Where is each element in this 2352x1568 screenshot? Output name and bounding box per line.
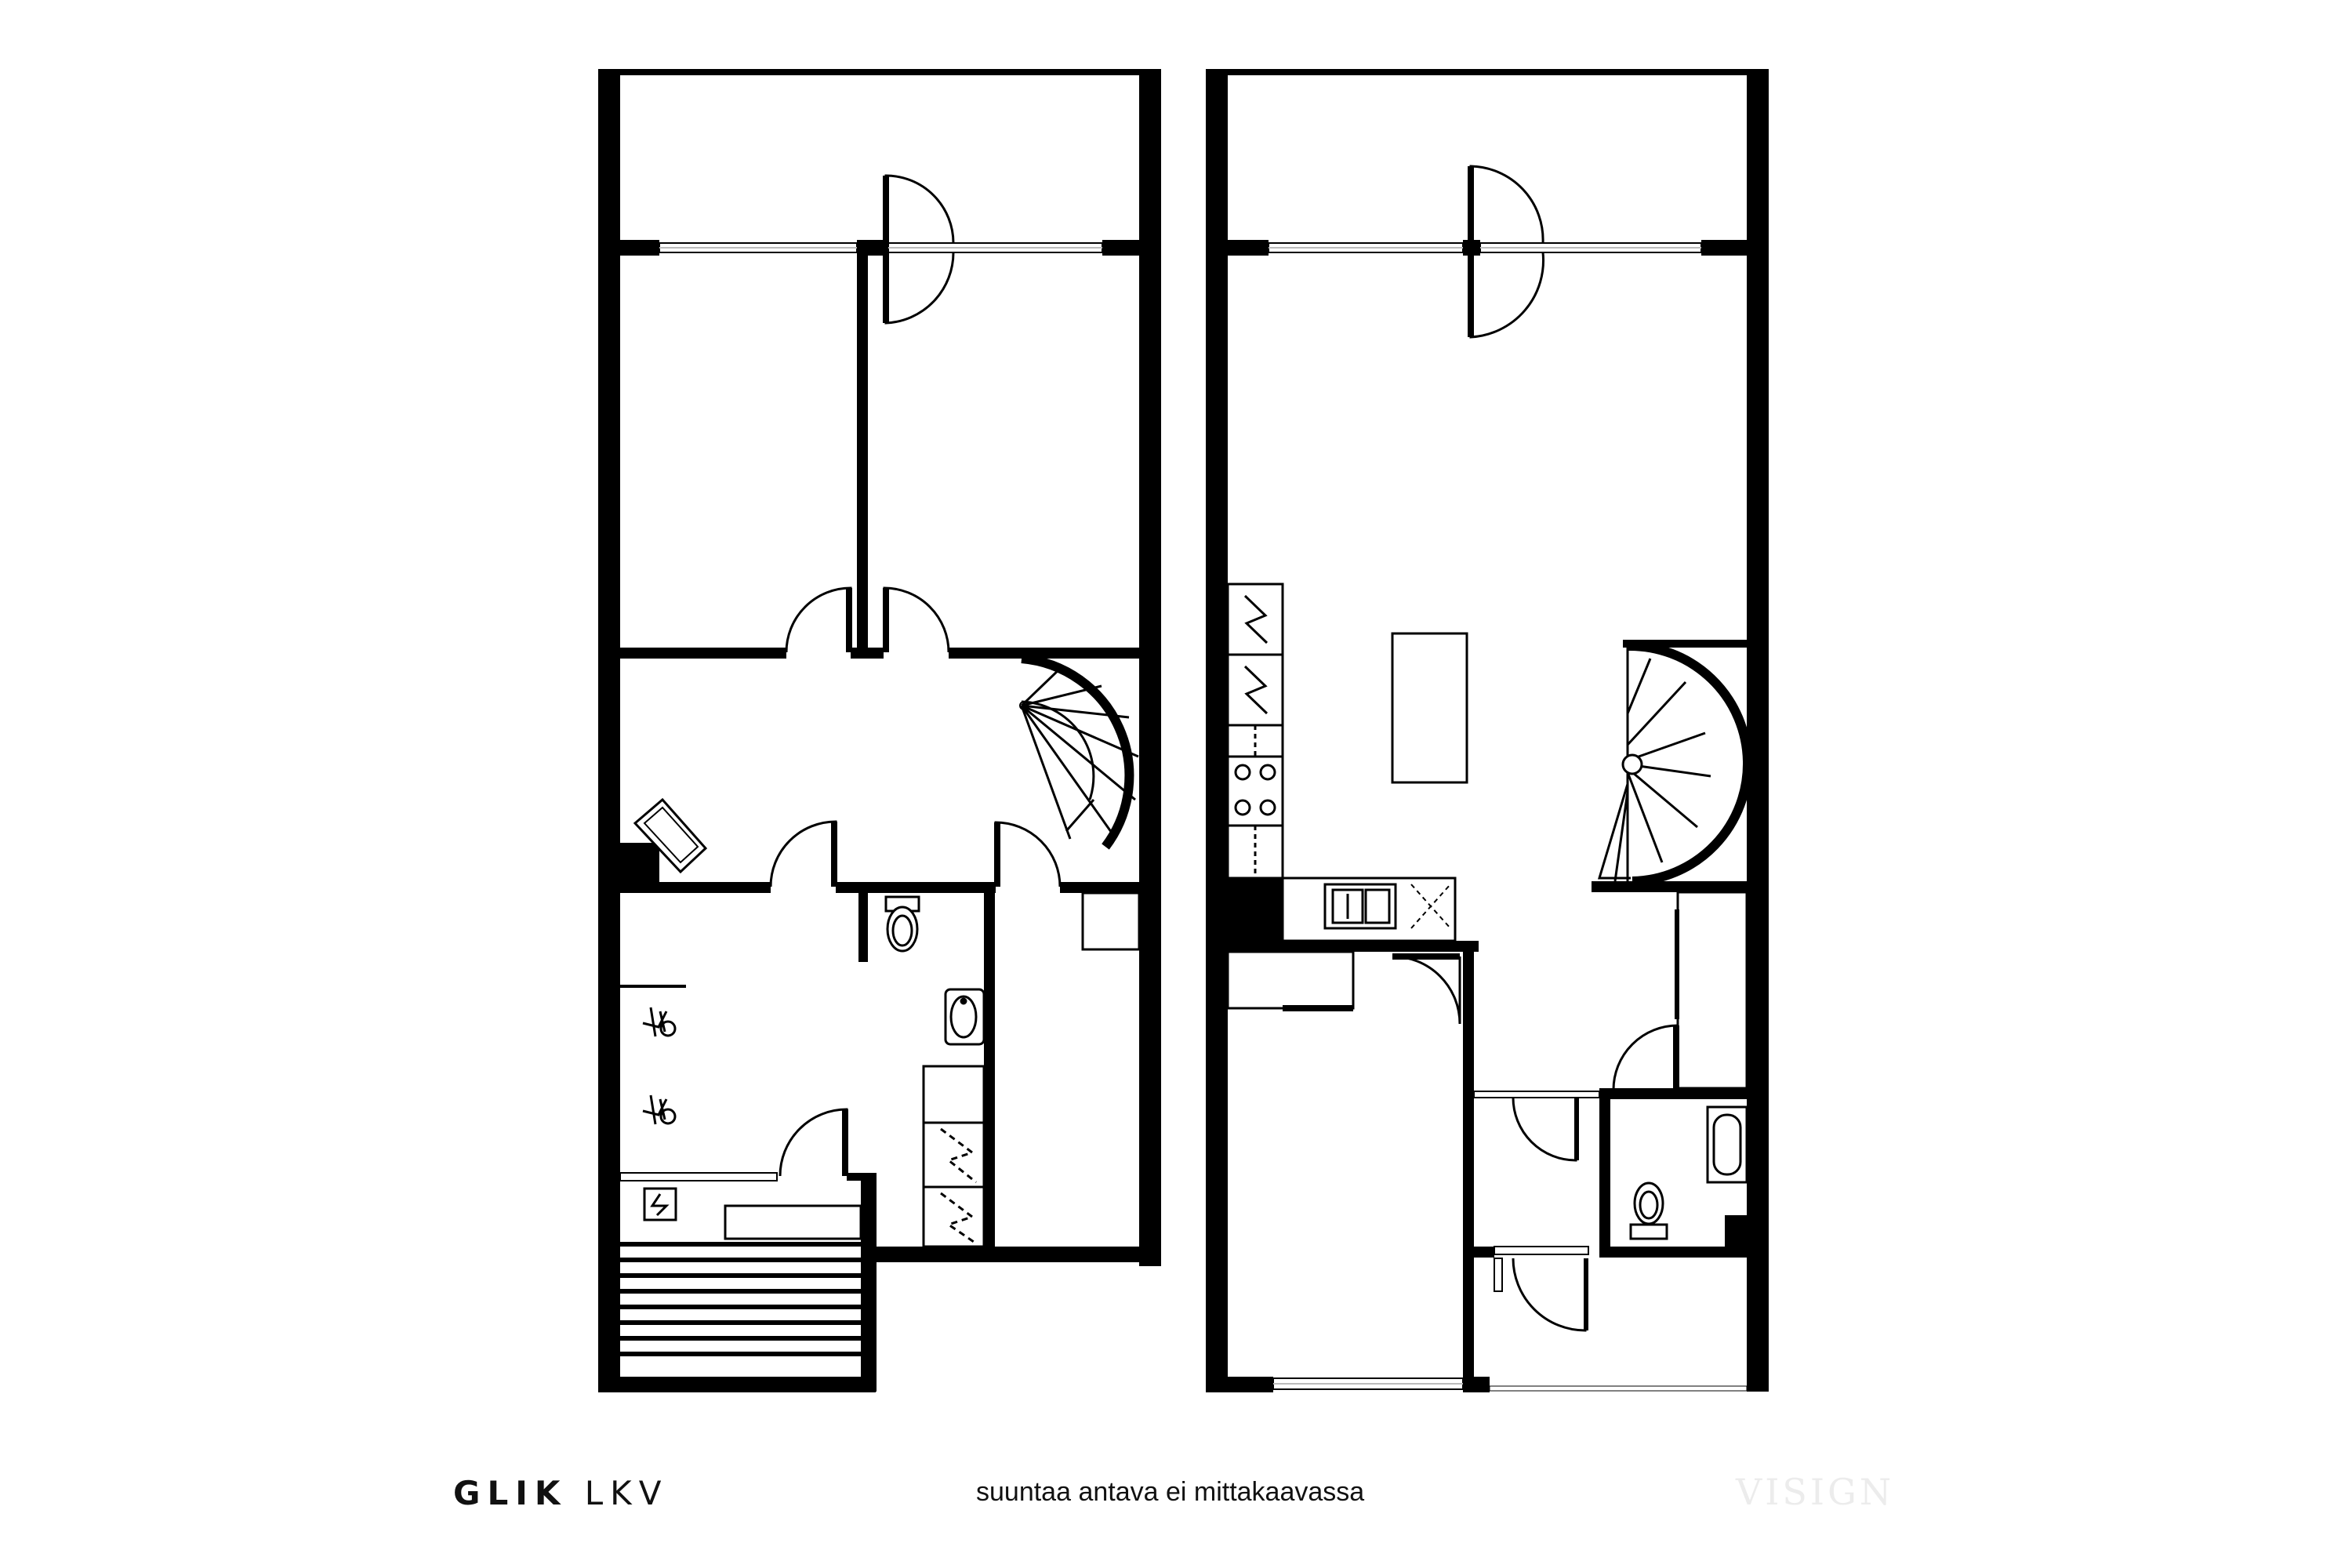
left-bath-door-leaf: [831, 822, 837, 887]
right-bath-south-wall: [1599, 1247, 1747, 1258]
left-storage-door: [994, 821, 1062, 887]
right-bath-west-wall: [1599, 1088, 1610, 1253]
left-sauna-upper-bench: [724, 1204, 862, 1240]
left-facade-wall-a: [620, 240, 659, 256]
right-hall-window: [1473, 1091, 1600, 1098]
left-corridor-south-wall-c: [1060, 882, 1139, 893]
right-wardrobe: [1226, 950, 1355, 1010]
left-corridor-north-wall-c: [949, 648, 1139, 659]
right-entrance-door-leaf: [1584, 1258, 1588, 1330]
left-bedroom-door-1-leaf: [846, 588, 852, 652]
left-corridor-south-wall-b: [836, 882, 996, 893]
left-south-wall: [877, 1247, 1161, 1262]
right-bottom-wall-b: [1463, 1377, 1490, 1392]
right-stove: [1234, 764, 1276, 816]
left-facade-wall-c: [1102, 240, 1140, 256]
right-hall-cabinet: [1494, 1246, 1589, 1255]
left-sauna-window: [619, 1172, 778, 1181]
left-sauna-door-leaf: [842, 1109, 848, 1176]
left-balcony-door-upper: [884, 174, 955, 244]
right-toilet: [1629, 1181, 1668, 1240]
left-bedroom-partition: [857, 256, 868, 648]
right-bedroom-door: [1392, 955, 1461, 1025]
right-bedroom-east-wall: [1463, 952, 1474, 1391]
scale-disclaimer: suuntaa antava ei mittakaavassa: [976, 1477, 1365, 1507]
right-wc-door-leaf: [1673, 1025, 1679, 1090]
left-bath-door: [769, 820, 837, 887]
right-wc-door: [1612, 1024, 1679, 1091]
left-sauna-benches: [620, 1242, 861, 1356]
right-kitchen-island: [1391, 632, 1468, 784]
left-bottom-wall: [598, 1377, 876, 1392]
upper-floor-plan: [1206, 69, 1769, 1392]
right-kitchen-units: [1226, 583, 1284, 880]
right-facade-wall-c: [1701, 240, 1747, 256]
right-balcony-door-lower-leaf: [1468, 252, 1474, 337]
right-entrance-door: [1512, 1258, 1587, 1332]
right-hall-closet-door: [1512, 1097, 1577, 1162]
right-outer-wall-west: [1206, 74, 1228, 1392]
right-facade-wall-a: [1228, 240, 1269, 256]
left-balcony-door-lower: [884, 252, 955, 325]
left-wc-stub-wall: [858, 893, 868, 962]
brand-logo: GLIK LKV: [453, 1474, 668, 1512]
right-outer-wall-east: [1747, 74, 1769, 1392]
left-balcony-door-lower-leaf: [883, 252, 889, 323]
right-balcony-door-upper-leaf: [1468, 166, 1474, 243]
left-sauna-door-jamb: [847, 1173, 877, 1181]
left-balcony-rail: [598, 69, 1161, 75]
left-corridor-south-wall-a: [620, 882, 771, 893]
right-spiral-staircase: [1597, 641, 1753, 886]
left-storage-door-leaf: [994, 822, 1000, 887]
left-corridor-north-wall-a: [620, 648, 786, 659]
right-bath-north-wall: [1599, 1088, 1747, 1099]
left-washbasin: [944, 988, 985, 1046]
left-sauna-door: [779, 1108, 848, 1177]
watermark: VISIGN: [1736, 1471, 1895, 1513]
left-laundry-cabinet: [922, 1065, 985, 1248]
right-bottom-wall-a: [1206, 1377, 1273, 1392]
right-hall-closet-door-leaf: [1574, 1098, 1579, 1160]
brand-logo-bold: GLIK: [453, 1474, 568, 1512]
left-corridor-north-wall-b: [851, 648, 884, 659]
left-storage-partition: [984, 893, 995, 1261]
right-dishwasher-mark: [1410, 884, 1451, 929]
right-kitchen-south-wall: [1228, 941, 1479, 952]
left-fireplace: [620, 797, 708, 882]
right-balcony-door-lower: [1469, 252, 1545, 339]
right-kitchen-sink: [1323, 883, 1397, 930]
left-balcony-door-upper-leaf: [883, 176, 889, 243]
left-bedroom-door-2-leaf: [883, 588, 889, 652]
right-closet-door: [1675, 909, 1679, 1019]
right-balcony-door-upper: [1469, 165, 1544, 244]
right-entrance-jamb: [1494, 1258, 1503, 1292]
right-bedroom-door-leaf: [1392, 953, 1460, 960]
left-sauna-stove: [643, 1187, 677, 1221]
right-wardrobe-edge: [1283, 1005, 1353, 1011]
left-bedroom-door-2: [883, 586, 950, 653]
left-storage-cabinet: [1081, 891, 1141, 951]
right-kitchen-black-block: [1228, 878, 1283, 941]
right-facade-wall-b: [1463, 240, 1480, 256]
right-stair-top-wall: [1623, 640, 1747, 648]
left-spiral-staircase: [1019, 654, 1139, 850]
left-outer-wall-east: [1139, 74, 1161, 1266]
left-wing-east-wall: [861, 1176, 877, 1392]
right-bottom-entry-gap: [1489, 1385, 1748, 1392]
left-facade-wall-b: [857, 240, 888, 256]
left-toilet: [884, 895, 920, 953]
right-stair-bottom-wall: [1592, 881, 1747, 892]
right-hall-north-wall: [1474, 1247, 1494, 1258]
left-bedroom-door-1: [785, 586, 852, 653]
lower-floor-plan: [598, 69, 1161, 1392]
left-shower-2: [642, 1094, 677, 1125]
left-outer-wall-west: [598, 74, 620, 1392]
brand-logo-light: LKV: [584, 1474, 669, 1512]
left-shower-1: [642, 1007, 677, 1037]
right-bathtub: [1706, 1105, 1748, 1184]
right-closet: [1676, 891, 1748, 1090]
right-balcony-rail: [1206, 69, 1769, 75]
